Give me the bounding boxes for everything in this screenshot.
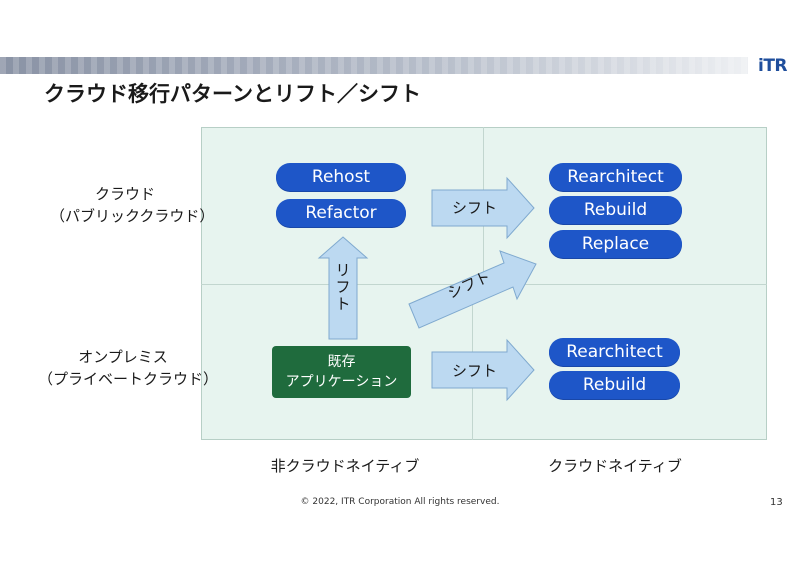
pill-rebuild-cloud: Rebuild — [549, 196, 682, 224]
pill-rearchitect-cloud: Rearchitect — [549, 163, 682, 191]
pill-rearchitect-onprem: Rearchitect — [549, 338, 680, 366]
shift-arrow-cloud — [431, 176, 535, 240]
pill-rebuild-onprem: Rebuild — [549, 371, 680, 399]
pill-rehost: Rehost — [276, 163, 406, 191]
row-label-cloud-sub: （パブリッククラウド） — [50, 207, 215, 225]
shift-arrow-cloud-label: シフト — [452, 199, 498, 217]
shift-arrow-onprem — [431, 338, 535, 402]
lift-arrow — [317, 236, 369, 340]
shift-arrow-onprem-label: シフト — [452, 362, 498, 380]
row-label-onprem-sub: （プライベートクラウド） — [38, 370, 219, 388]
existing-application-line1: 既存 — [327, 354, 356, 370]
row-label-onprem-main: オンプレミス — [78, 348, 168, 366]
page-number: 13 — [770, 497, 783, 508]
pill-refactor: Refactor — [276, 199, 406, 227]
row-label-cloud: クラウド （パブリッククラウド） — [50, 183, 215, 227]
lift-arrow-label: リフト — [335, 261, 351, 313]
header-band — [0, 57, 748, 74]
column-label-native: クラウドネイティブ — [548, 457, 682, 475]
existing-application-box: 既存 アプリケーション — [272, 346, 411, 398]
row-label-cloud-main: クラウド — [94, 185, 155, 203]
copyright-footer: © 2022, ITR Corporation All rights reser… — [300, 497, 500, 507]
pill-replace: Replace — [549, 230, 682, 258]
row-label-onprem: オンプレミス （プライベートクラウド） — [38, 346, 219, 390]
shift-arrow-diagonal — [408, 250, 537, 329]
itr-logo: iTR — [758, 56, 788, 76]
slide-title: クラウド移行パターンとリフト／シフト — [44, 82, 421, 106]
column-label-non-native: 非クラウドネイティブ — [270, 457, 420, 475]
existing-application-line2: アプリケーション — [285, 374, 398, 390]
